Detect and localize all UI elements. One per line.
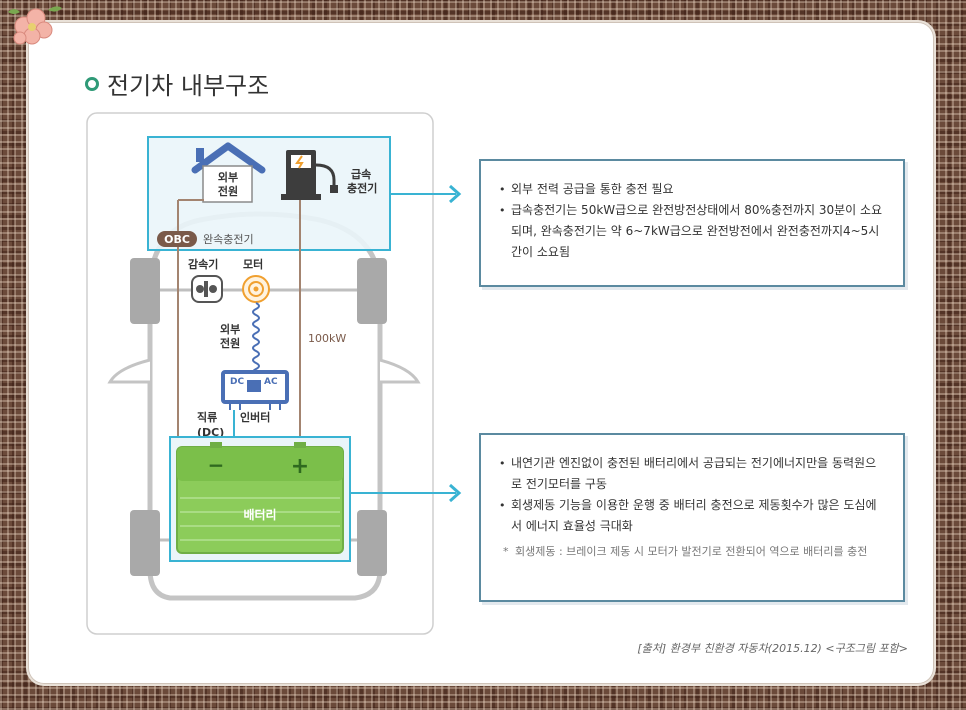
arrow-to-bottom-box (350, 483, 462, 503)
right-mirror (379, 358, 421, 384)
source-citation: [출처] 환경부 친환경 자동차(2015.12) <구조그림 포함> (637, 642, 908, 655)
motor-icon (242, 275, 270, 303)
regen-braking-note: 회생제동 : 브레이크 제동 시 모터가 발전기로 전환되어 역으로 배터리를 … (499, 541, 887, 562)
power-coil (252, 302, 260, 377)
wheel-rear-right (357, 510, 387, 576)
fast-charger-line2: 충전기 (347, 181, 377, 195)
ext-power-top-line2: 전원 (218, 184, 238, 198)
charging-info-box: 외부 전력 공급을 통한 충전 필요 급속충전기는 50kW급으로 완전방전상태… (479, 159, 905, 287)
motor-label: 모터 (243, 257, 263, 271)
charging-info-item-1: 외부 전력 공급을 통한 충전 필요 (499, 179, 887, 200)
wheel-front-right (357, 258, 387, 324)
reducer-label: 감속기 (188, 257, 218, 271)
fast-charger-line1: 급속 (351, 168, 371, 181)
ext-power-mid-line1: 외부 (220, 322, 240, 336)
page-title: 전기차 내부구조 (85, 66, 269, 101)
house-icon (191, 142, 266, 203)
fast-charger-icon (281, 150, 338, 200)
battery-plus: + (291, 454, 309, 479)
wheel-rear-left (130, 510, 160, 576)
inverter-icon (221, 370, 289, 410)
inverter-dc-label: DC (230, 377, 244, 387)
left-mirror (107, 358, 151, 384)
title-bullet-icon (85, 76, 99, 91)
wheel-front-left (130, 258, 160, 324)
charging-info-item-2: 급속충전기는 50kW급으로 완전방전상태에서 80%충전까지 30분이 소요되… (499, 200, 887, 263)
slow-charger-label: 완속충전기 (203, 233, 254, 246)
power-100kw-label: 100kW (308, 332, 346, 345)
dc-current-line1: 직류 (197, 410, 217, 424)
battery-info-box: 내연기관 엔진없이 충전된 배터리에서 공급되는 전기에너지만을 동력원으로 전… (479, 433, 905, 602)
reducer-icon (191, 275, 223, 303)
dc-current-line2: (DC) (197, 426, 224, 439)
inverter-label: 인버터 (240, 410, 270, 424)
ext-power-top-line1: 외부 (218, 170, 238, 184)
ext-power-mid-line2: 전원 (220, 336, 240, 350)
battery-label: 배터리 (243, 507, 276, 522)
obc-badge (157, 231, 197, 247)
inverter-ac-label: AC (264, 377, 278, 387)
arrow-to-top-box (390, 184, 462, 204)
battery-icon (176, 442, 344, 554)
battery-minus: − (208, 453, 225, 477)
obc-label: OBC (164, 233, 190, 246)
page-title-text: 전기차 내부구조 (107, 72, 270, 100)
flower-decoration-icon (8, 6, 62, 45)
battery-info-item-2: 회생제동 기능을 이용한 운행 중 배터리 충전으로 제동횟수가 많은 도심에서… (499, 495, 887, 537)
battery-info-item-1: 내연기관 엔진없이 충전된 배터리에서 공급되는 전기에너지만을 동력원으로 전… (499, 453, 887, 495)
